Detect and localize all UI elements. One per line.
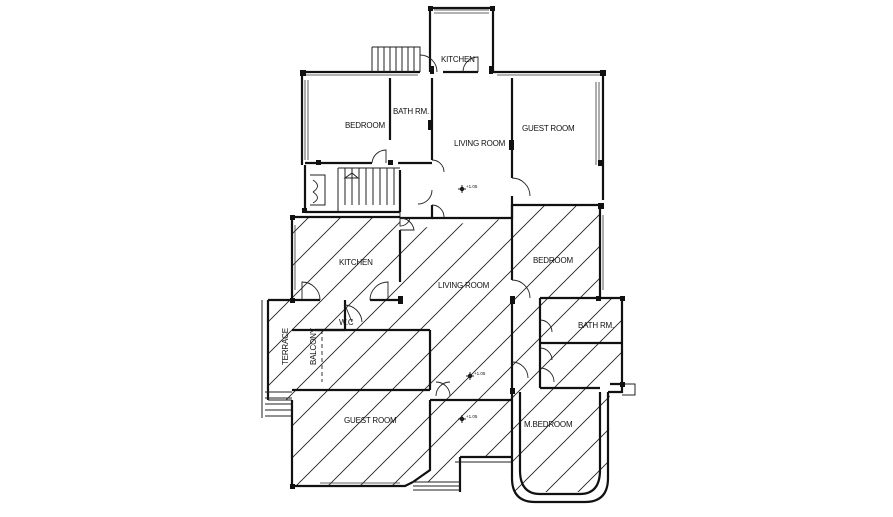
hatch-line (0, 190, 112, 517)
label-lower-kitchen: KITCHEN (339, 258, 373, 267)
hatch-line (0, 190, 240, 517)
hatch-line (0, 190, 80, 517)
level-markers: +1.05 +1.05 +1.05 (458, 184, 486, 423)
hatch-line (268, 205, 273, 492)
hatch-line (268, 205, 529, 492)
label-upper-guest: GUEST ROOM (522, 124, 575, 133)
label-lower-wc: W.C (339, 318, 354, 327)
hatch-line (806, 190, 893, 517)
hatch-line (268, 205, 465, 492)
level-mark-lower-2: +1.05 (466, 414, 478, 419)
lower-doors (301, 217, 555, 397)
hatch-line (268, 205, 593, 492)
label-lower-bath: BATH RM. (578, 321, 614, 330)
hatch-line (421, 205, 622, 492)
label-lower-living: LIVING ROOM (438, 281, 490, 290)
lower-room-labels: KITCHEN LIVING ROOM BEDROOM BATH RM. W.C… (281, 256, 614, 429)
label-lower-terrace: TERRACE (281, 328, 290, 365)
hatch-line (389, 205, 622, 492)
hatch-line (485, 205, 622, 492)
hatch-line (678, 190, 893, 517)
hatch-line (268, 205, 433, 492)
label-lower-master-bedroom: M.BEDROOM (524, 420, 573, 429)
hatch-line (517, 205, 622, 492)
hatch-line (742, 190, 893, 517)
hatch-line (325, 205, 622, 492)
label-upper-bedroom: BEDROOM (345, 121, 385, 130)
hatch-line (268, 205, 305, 492)
label-lower-balcony: BALCONY (309, 327, 318, 365)
hatch-line (268, 205, 369, 492)
hatch-line (0, 190, 208, 517)
upper-stairs (310, 46, 421, 212)
hatch-line (581, 205, 622, 492)
hatch-line (268, 205, 561, 492)
upper-posts (300, 6, 606, 213)
hatch-line (453, 205, 622, 492)
label-lower-guest: GUEST ROOM (344, 416, 397, 425)
hatch-line (357, 205, 622, 492)
label-upper-bath: BATH RM. (393, 107, 429, 116)
hatch-line (613, 205, 622, 492)
hatch-line (549, 205, 622, 492)
hatch-pattern (0, 190, 893, 517)
label-upper-kitchen: KITCHEN (441, 55, 475, 64)
upper-doors (371, 54, 531, 227)
label-upper-living: LIVING ROOM (454, 139, 506, 148)
hatch-line (0, 190, 176, 517)
hatch-line (774, 190, 893, 517)
hatch-line (268, 205, 401, 492)
hatch-line (710, 190, 893, 517)
hatch-line (0, 190, 144, 517)
hatch-line (870, 190, 893, 517)
hatch-line (646, 190, 893, 517)
upper-room-labels: KITCHEN BEDROOM BATH RM. LIVING ROOM GUE… (345, 55, 575, 148)
level-mark-lower-1: +1.05 (474, 371, 486, 376)
label-lower-bedroom: BEDROOM (533, 256, 573, 265)
lower-plan-walls (261, 205, 636, 504)
upper-plan-walls (300, 6, 605, 220)
hatch-line (268, 205, 497, 492)
lower-posts (290, 203, 625, 489)
hatch-line (838, 190, 893, 517)
level-mark-upper: +1.05 (466, 184, 478, 189)
hatch-line (293, 205, 622, 492)
